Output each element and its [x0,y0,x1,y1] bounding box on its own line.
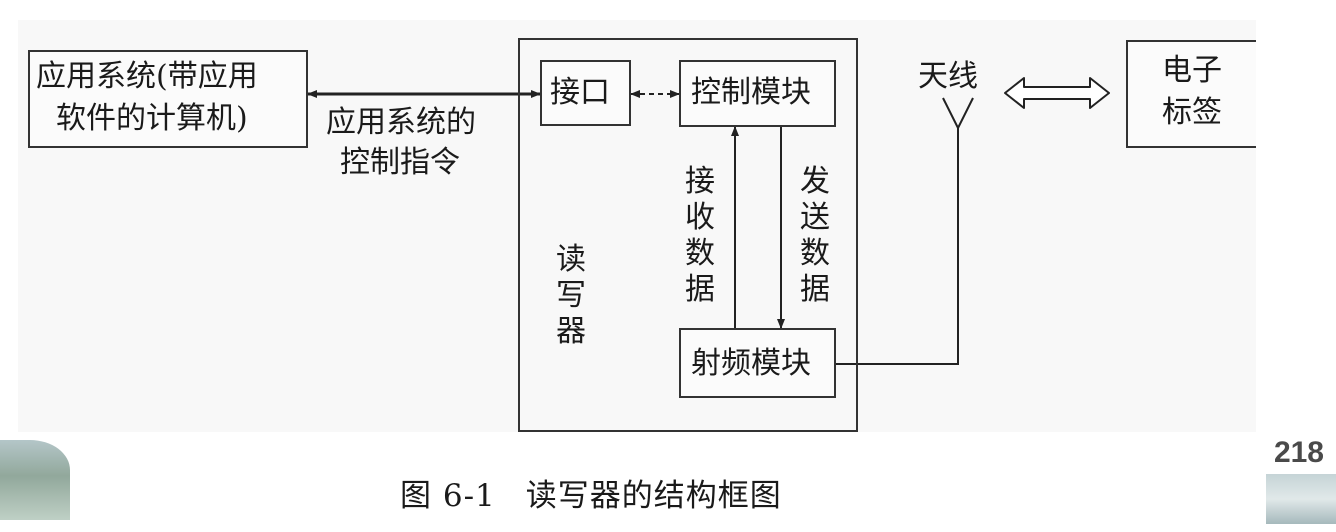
reader-box [518,38,858,432]
decorative-image-right [1266,474,1336,524]
figure-title: 读写器的结构框图 [525,478,782,514]
rf-to-antenna-line [836,128,959,365]
double-hollow-arrow-icon [1004,77,1110,109]
app-system-line-1: 应用系统(带应用 [36,59,258,94]
tag-line-2: 标签 [1162,95,1222,130]
electronic-tag-box: 电子 标签 [1126,40,1256,148]
receive-data-label: 接收数据 [685,164,715,307]
rf-module-label: 射频模块 [691,346,811,381]
figure-caption: 图 6-1 读写器的结构框图 [400,470,782,515]
send-data-label: 发送数据 [800,164,830,307]
decorative-image-left [0,440,70,520]
interface-box: 接口 [540,60,631,126]
reader-label: 读写器 [556,242,586,349]
figure-number: 图 6-1 [400,478,496,514]
interface-label: 接口 [550,75,610,110]
page-number: 218 [1273,436,1324,469]
control-command-line-1: 应用系统的 [326,105,476,140]
antenna-icon [942,97,974,129]
control-module-box: 控制模块 [679,60,836,127]
app-system-box: 应用系统(带应用 软件的计算机) [28,50,308,148]
control-module-label: 控制模块 [691,75,811,110]
rf-module-box: 射频模块 [679,328,836,398]
control-command-line-2: 控制指令 [340,145,460,180]
tag-line-1: 电子 [1162,53,1222,88]
antenna-label: 天线 [918,59,978,94]
app-system-line-2: 软件的计算机) [56,101,248,136]
